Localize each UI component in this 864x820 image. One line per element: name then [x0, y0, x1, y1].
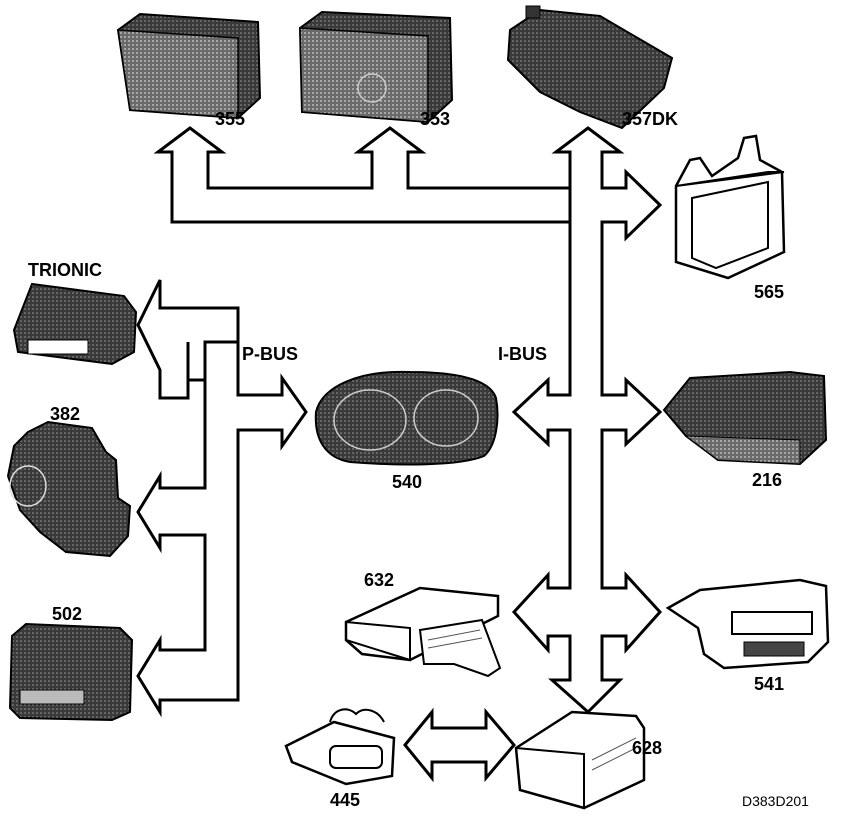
module-216-unit	[662, 370, 828, 466]
label-trionic: TRIONIC	[28, 260, 102, 280]
arrow-i-bus-355	[153, 126, 572, 224]
module-541-unit	[665, 578, 830, 670]
label-355: 355	[215, 109, 245, 129]
label-216: 216	[752, 470, 782, 490]
label-628: 628	[632, 738, 662, 758]
module-502-unit	[8, 622, 134, 722]
module-632-unit	[344, 586, 502, 678]
label-565: 565	[754, 282, 784, 302]
label-540: 540	[392, 472, 422, 492]
label-502: 502	[52, 604, 82, 624]
module-628-unit	[514, 710, 646, 810]
module-355-unit	[116, 12, 262, 120]
module-565-unit	[674, 134, 786, 280]
label-353: 353	[420, 109, 450, 129]
i-bus-arrows	[153, 126, 663, 783]
label-541: 541	[754, 674, 784, 694]
label-357dk: 357DK	[622, 109, 678, 129]
arrow-i-bus-540	[511, 126, 663, 715]
label-445: 445	[330, 790, 360, 810]
arrow-445-628	[403, 707, 516, 783]
label-p-bus: P-BUS	[242, 344, 298, 364]
module-382-unit	[6, 420, 132, 558]
p-bus-arrows	[136, 279, 308, 718]
module-353-unit	[298, 10, 454, 124]
label-i-bus: I-BUS	[498, 344, 547, 364]
module-trionic-unit	[12, 282, 138, 366]
module-540-unit	[314, 370, 499, 466]
figure-reference: D383D201	[742, 793, 809, 809]
module-445-unit	[284, 708, 396, 786]
label-382: 382	[50, 404, 80, 424]
label-632: 632	[364, 570, 394, 590]
arrow-p-bus-540	[136, 308, 308, 718]
module-357dk-unit	[506, 5, 674, 130]
